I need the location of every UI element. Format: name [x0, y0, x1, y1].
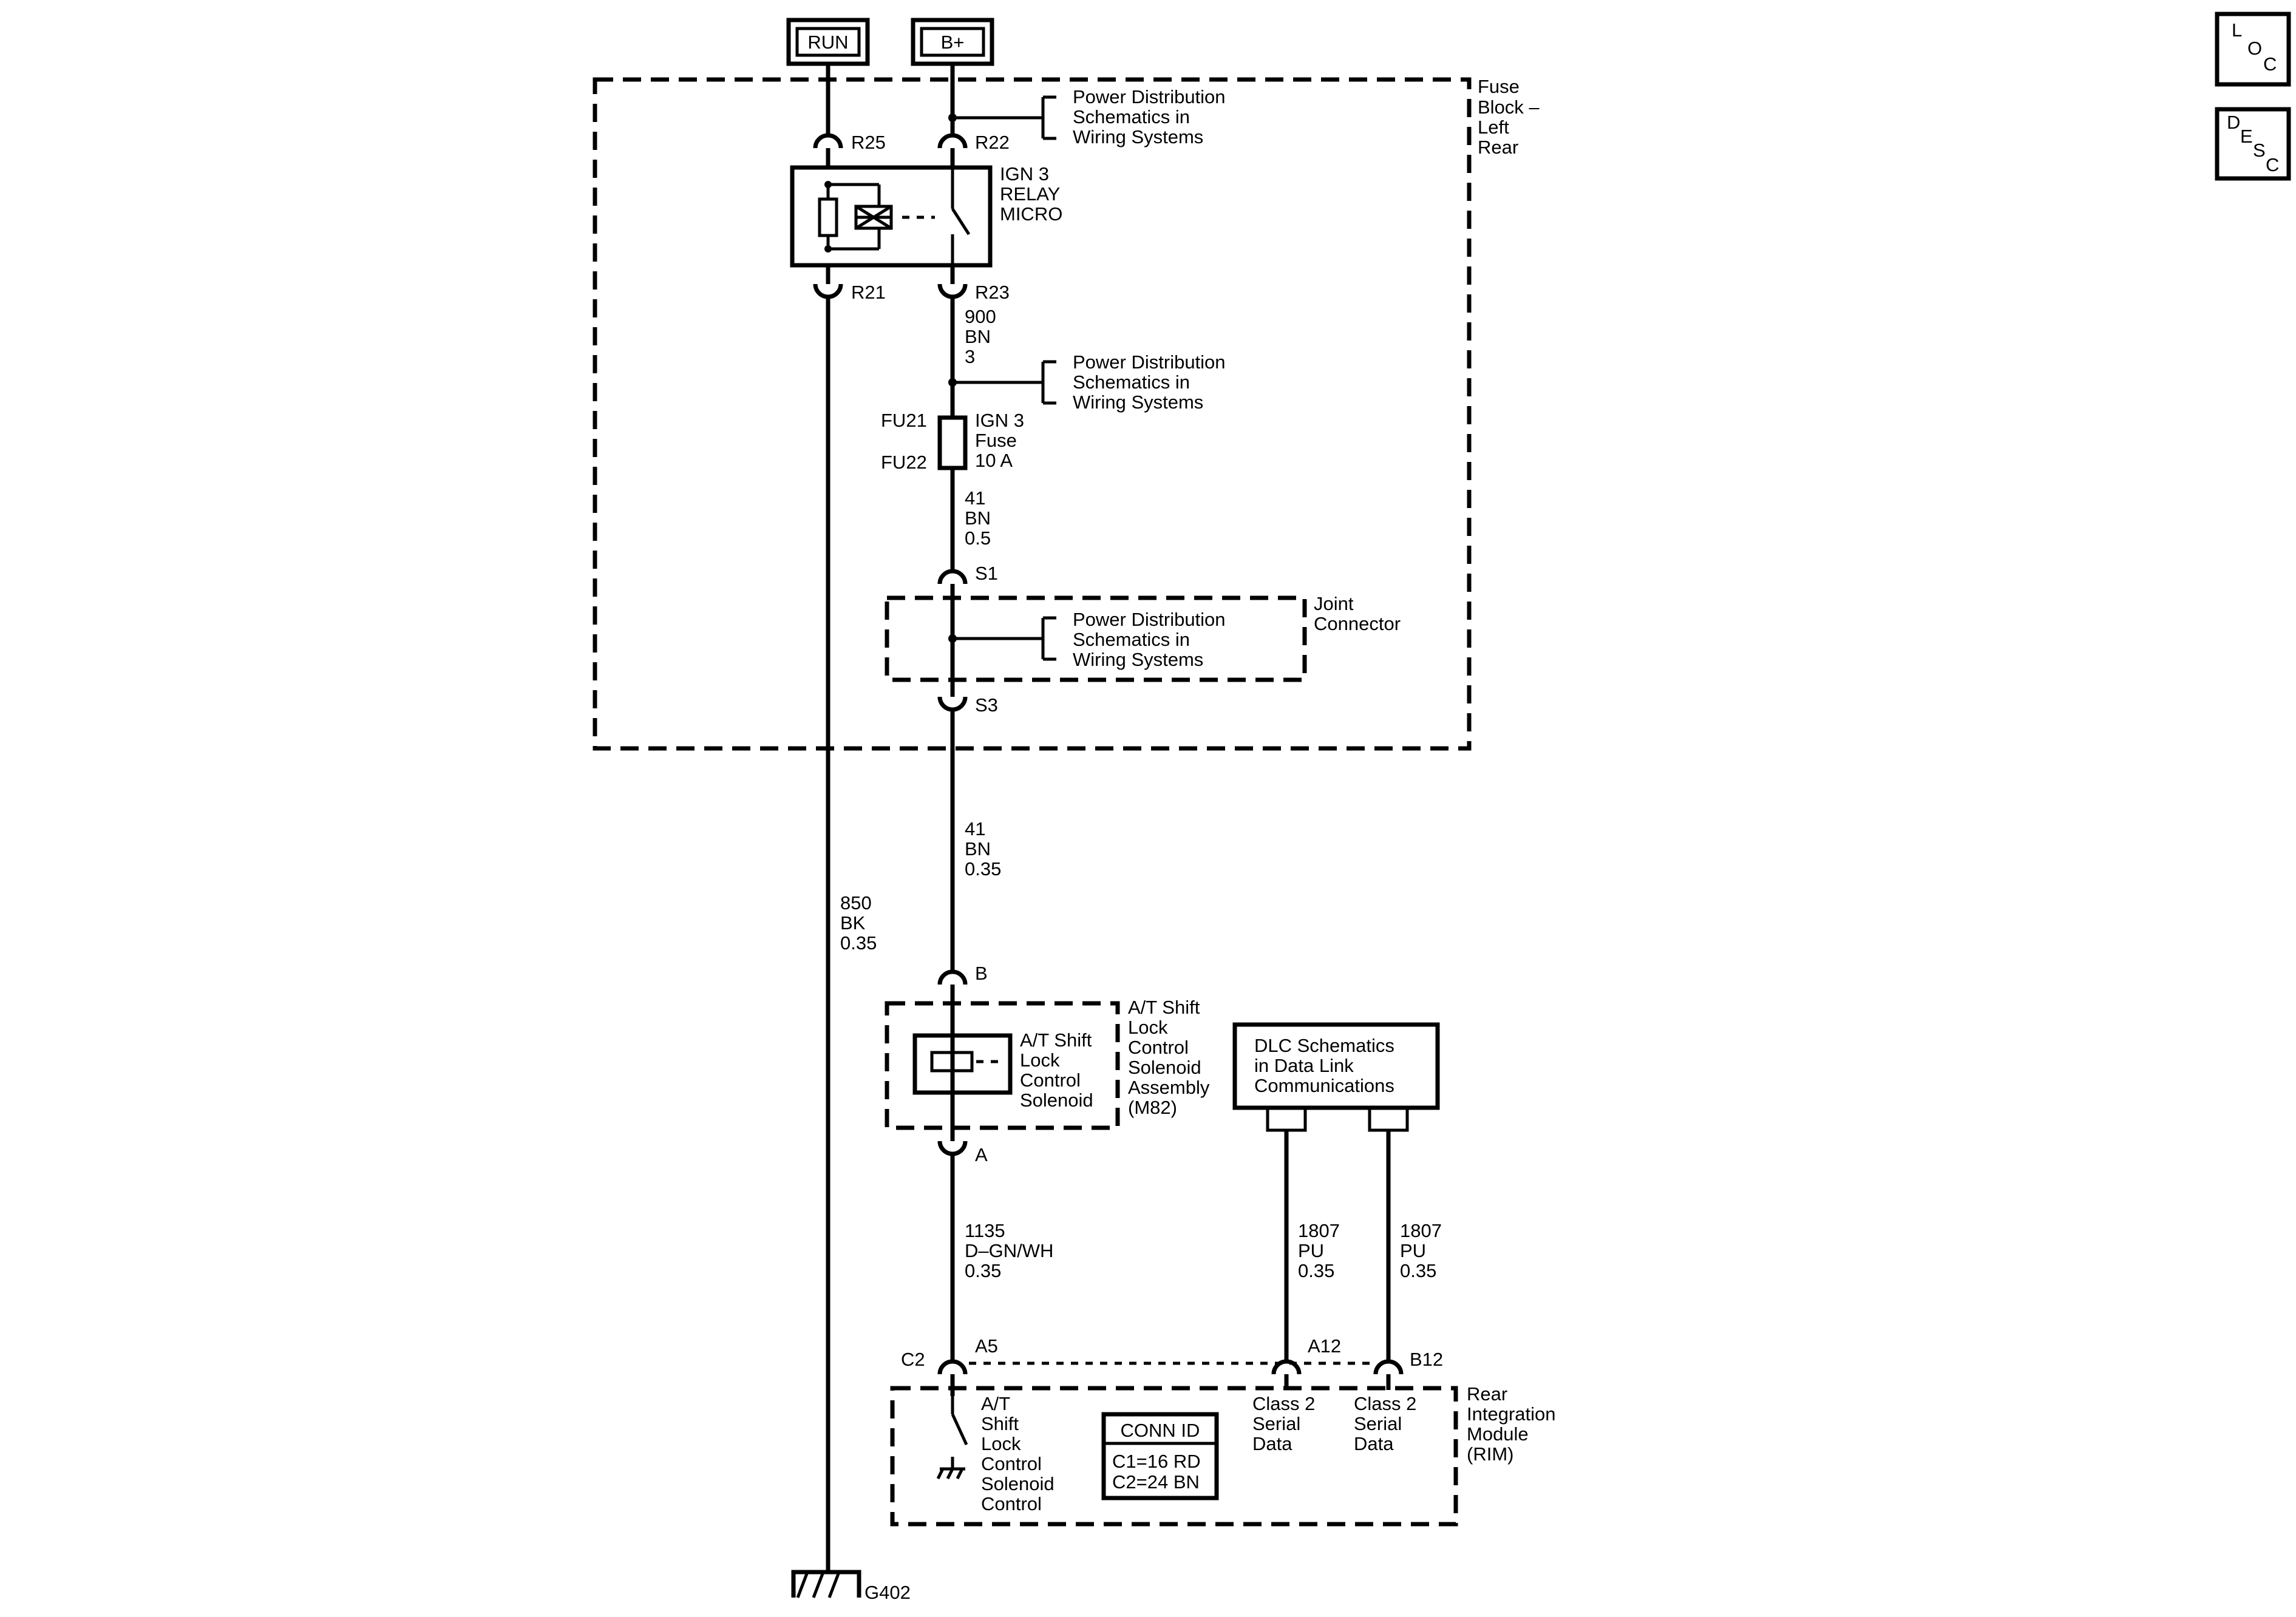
solenoid-assembly-label: A/T Shift Lock Control Solenoid Assembly… — [1128, 997, 1215, 1118]
connector-r21 — [813, 283, 843, 299]
relay-label: IGN 3 RELAY MICRO — [1000, 163, 1065, 225]
power-dist-label-1: Power Distribution Schematics in Wiring … — [1073, 86, 1231, 147]
power-dist-branch-2 — [948, 360, 1056, 405]
pin-r23: R23 — [975, 282, 1010, 303]
power-dist-branch-1 — [948, 95, 1056, 140]
conn-id-box: CONN ID C1=16 RD C2=24 BN — [1101, 1412, 1219, 1500]
dlc-label: DLC Schematics in Data Link Communicatio… — [1254, 1035, 1399, 1096]
solenoid-inner-label: A/T Shift Lock Control Solenoid — [1020, 1029, 1097, 1111]
solenoid-assembly-boundary — [885, 1001, 1120, 1130]
wire-1807-b-label: 1807 PU 0.35 — [1400, 1220, 1447, 1281]
wire-1135-label: 1135 D–GN/WH 0.35 — [965, 1220, 1059, 1281]
loc-letter-l: L — [2232, 19, 2242, 41]
connector-r23 — [937, 283, 968, 299]
loc-button[interactable]: L O C — [2215, 12, 2291, 87]
connector-b12 — [1373, 1359, 1404, 1375]
rim-label: Rear Integration Module (RIM) — [1467, 1383, 1561, 1465]
connector-r25 — [813, 133, 843, 149]
pin-r25: R25 — [851, 132, 886, 153]
fuse-block-boundary — [593, 77, 1472, 751]
wire-41-0-35-label: 41 BN 0.35 — [965, 818, 1001, 880]
desc-button[interactable]: D E S C — [2215, 107, 2291, 181]
desc-letter-d: D — [2227, 112, 2240, 133]
desc-letter-c: C — [2266, 154, 2279, 175]
wire-900-label: 900 BN 3 — [965, 306, 1001, 367]
pin-b: B — [975, 963, 988, 984]
connector-a — [937, 1141, 968, 1156]
ground-label: G402 — [864, 1582, 911, 1603]
wire-1807-a-label: 1807 PU 0.35 — [1298, 1220, 1345, 1281]
run-terminal: RUN — [786, 18, 870, 66]
wire-41-0-5-label: 41 BN 0.5 — [965, 487, 996, 549]
desc-letter-e: E — [2240, 126, 2253, 147]
ign3-fuse — [937, 415, 968, 470]
fuse-label: IGN 3 Fuse 10 A — [975, 410, 1030, 471]
loc-letter-c: C — [2263, 53, 2277, 75]
pin-a5: A5 — [975, 1335, 998, 1357]
dlc-box[interactable]: DLC Schematics in Data Link Communicatio… — [1232, 1022, 1440, 1110]
pin-a: A — [975, 1144, 988, 1165]
class2-serial-data-a: Class 2 Serial Data — [1252, 1393, 1320, 1454]
connector-b — [937, 969, 968, 985]
bplus-terminal: B+ — [911, 18, 994, 66]
pin-fu21: FU21 — [881, 410, 927, 431]
run-label: RUN — [807, 32, 848, 53]
loc-letter-o: O — [2247, 38, 2262, 59]
pin-s1: S1 — [975, 563, 998, 584]
ign3-relay — [790, 165, 993, 268]
connector-r22 — [937, 133, 968, 149]
pin-r22: R22 — [975, 132, 1010, 153]
rim-boundary — [890, 1386, 1458, 1527]
conn-id-c2: C2=24 BN — [1112, 1471, 1200, 1493]
joint-connector-boundary — [885, 595, 1307, 682]
power-dist-label-3: Power Distribution Schematics in Wiring … — [1073, 609, 1231, 670]
joint-connector-label: Joint Connector — [1314, 593, 1401, 634]
pin-a12: A12 — [1308, 1335, 1341, 1357]
pin-c2: C2 — [901, 1349, 925, 1370]
pin-b12: B12 — [1410, 1349, 1443, 1370]
conn-id-title: CONN ID — [1121, 1420, 1200, 1441]
solenoid-component — [912, 1033, 1013, 1095]
connector-a5 — [937, 1359, 968, 1375]
rim-control-switch — [936, 1396, 968, 1480]
power-dist-label-2: Power Distribution Schematics in Wiring … — [1073, 351, 1231, 413]
ground-g402 — [791, 1570, 861, 1598]
connector-s3 — [937, 696, 968, 712]
pin-s3: S3 — [975, 694, 998, 716]
class2-serial-data-b: Class 2 Serial Data — [1354, 1393, 1422, 1454]
fuse-block-label: Fuse Block – Left Rear — [1478, 76, 1544, 158]
desc-letter-s: S — [2253, 140, 2266, 161]
conn-id-c1: C1=16 RD — [1112, 1451, 1201, 1472]
wire-850-label: 850 BK 0.35 — [840, 892, 877, 954]
power-dist-branch-3 — [948, 616, 1056, 661]
pin-r21: R21 — [851, 282, 886, 303]
dlc-connector-right — [1368, 1108, 1409, 1390]
connector-a12 — [1271, 1359, 1302, 1375]
pin-fu22: FU22 — [881, 452, 927, 473]
bplus-label: B+ — [941, 32, 965, 53]
rim-control-label: A/T Shift Lock Control Solenoid Control — [981, 1393, 1059, 1514]
connector-s1 — [937, 569, 968, 585]
